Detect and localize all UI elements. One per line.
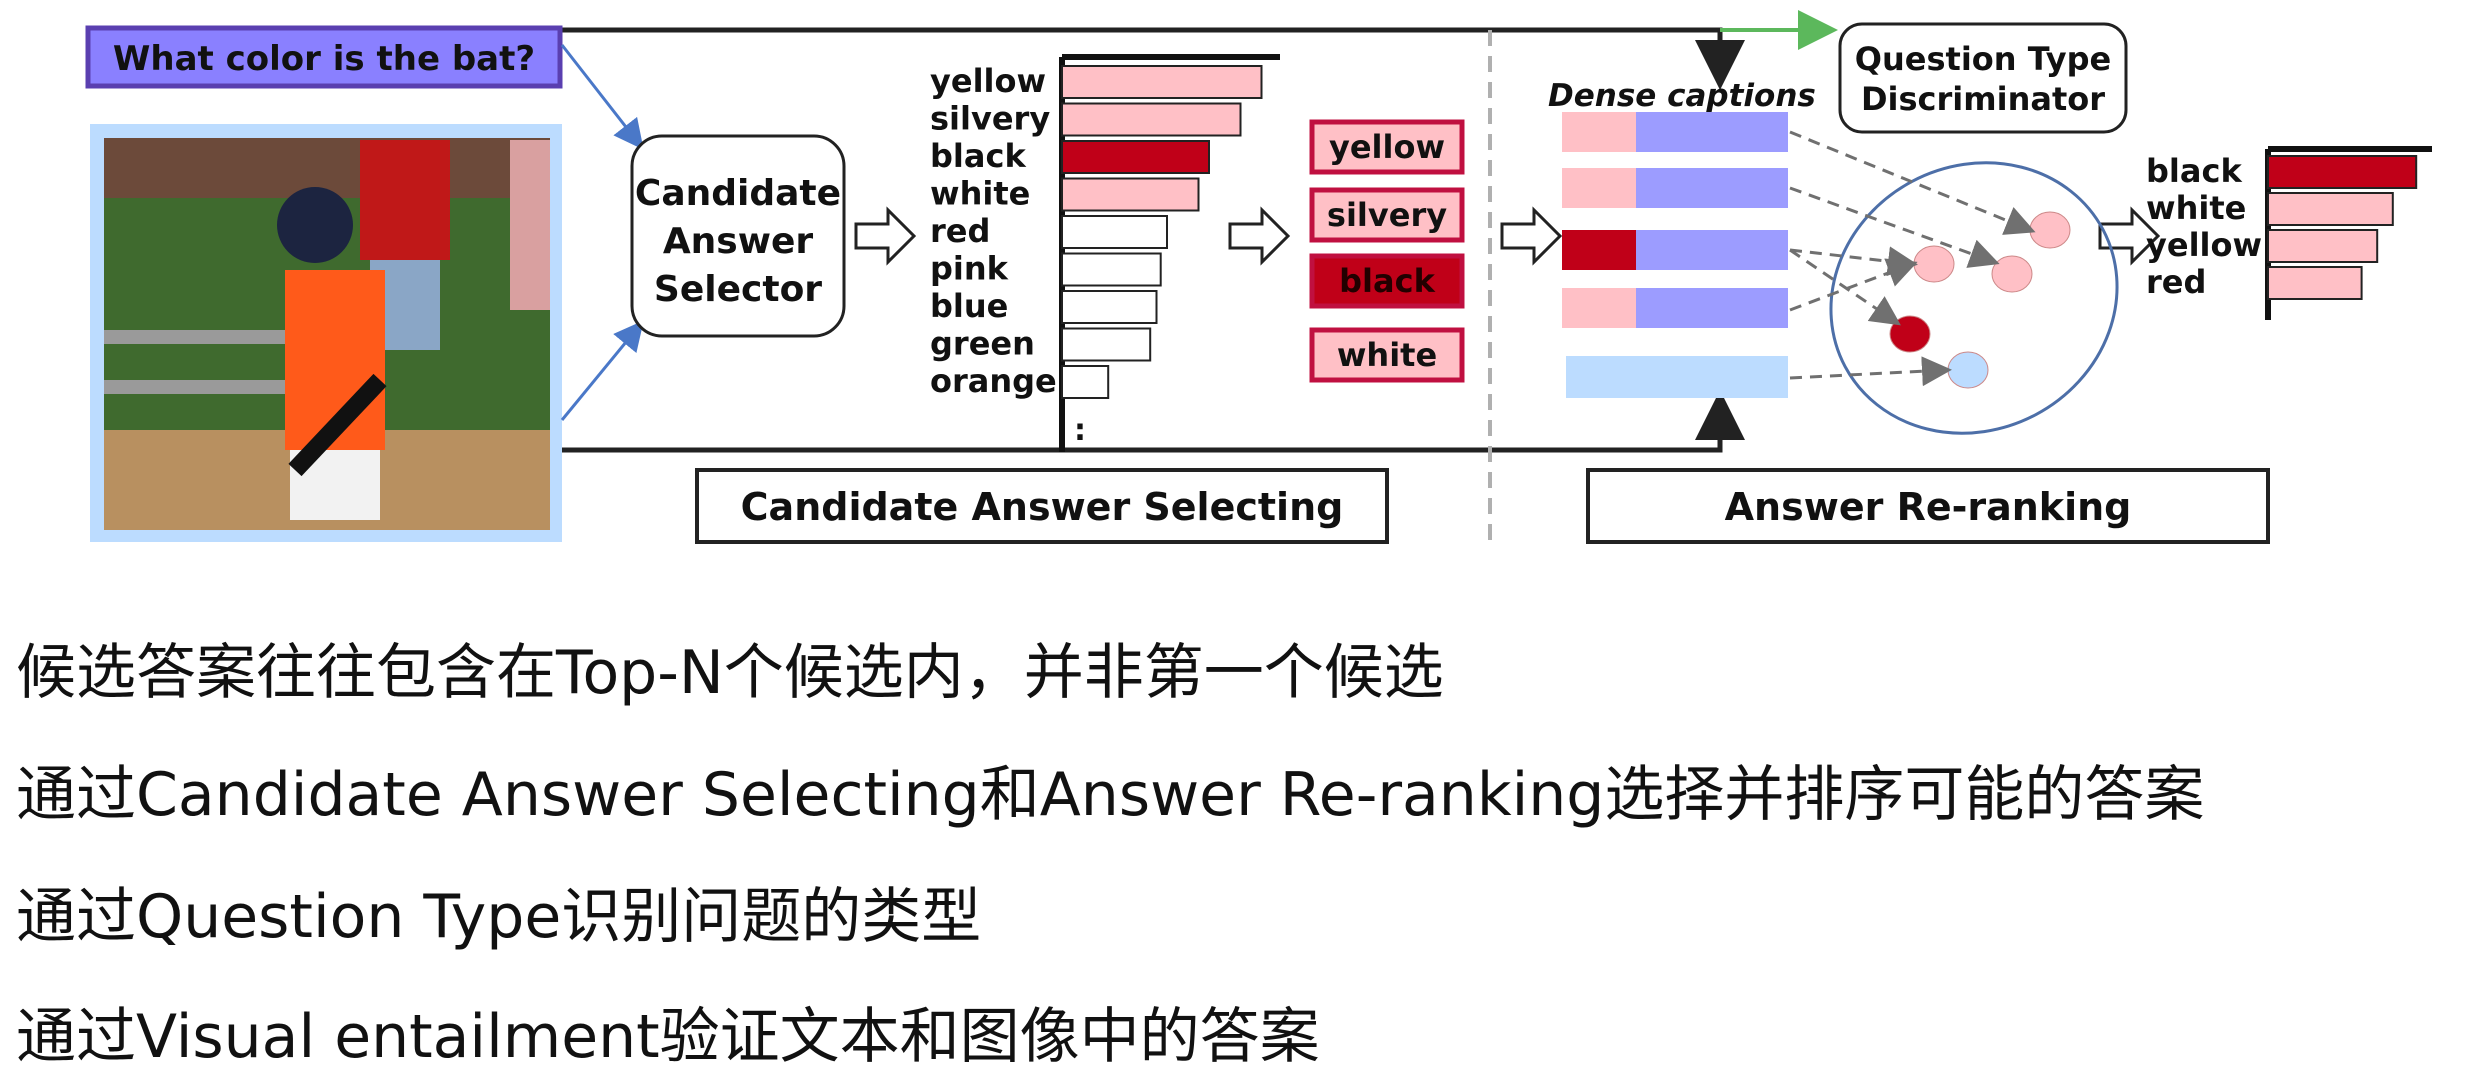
candidate-bar [1061,140,1210,174]
top-n-candidate-box [1309,119,1465,175]
top-n-candidate-box [1309,187,1465,243]
caption-node-link [1789,130,2036,235]
discriminator-label-line: Question Type [1855,40,2111,78]
caption-node-link [1789,356,1952,387]
flow-arrow-icon [2098,206,2161,266]
candidate-bar [1061,102,1242,137]
selector-label-line: Selector [654,269,822,310]
candidate-score-chart: yellowsilveryblackwhiteredpinkbluegreeno… [930,54,1280,452]
note-line-2: 通过Candidate Answer Selecting和Answer Re-r… [16,760,2205,830]
top-n-candidate-label: white [1337,336,1437,374]
reranked-bar [2267,229,2379,263]
answer-node [2029,211,2071,249]
top-n-candidates: yellow silvery black white [1309,119,1465,383]
reranked-label: red [2146,263,2206,301]
candidate-bar [1061,65,1263,99]
candidate-label: white [930,175,1030,213]
candidate-answer-selector-box [630,134,846,338]
reranked-bar [2267,192,2394,226]
candidate-ellipsis: : [1074,413,1086,448]
stage1-label: Candidate Answer Selecting [741,485,1344,529]
candidate-label: green [930,325,1035,363]
visual-entailment-ellipse [1829,161,2119,435]
question-type-discriminator-box [1838,22,2128,134]
caption-bar [1636,112,1788,152]
caption-to-node-links [1789,130,2036,387]
stage1-label-box [695,468,1389,544]
candidate-bar [1061,327,1152,362]
reranked-bar [2267,266,2363,300]
candidate-label: black [930,137,1026,175]
caption-tag [1562,168,1636,208]
flow-arrow-icon [1500,206,1563,266]
candidate-label: red [930,212,990,250]
candidate-label: orange [930,362,1057,400]
answer-node [1947,351,1989,389]
caption-bar [1636,288,1788,328]
top-n-candidate-label: black [1339,262,1435,300]
bottom-connector-line [560,390,1745,453]
vqa-pipeline-diagram: What color is the bat? CandidateAnswerSe… [85,10,2432,545]
caption-tag [1562,288,1636,328]
top-n-candidate-box [1309,253,1465,309]
answer-node [1991,255,2033,293]
top-n-candidate-label: silvery [1327,196,1447,234]
image-to-selector-arrow [560,320,644,421]
stage2-label-box [1586,468,2270,544]
candidate-bar [1061,177,1200,212]
note-line-1: 候选答案往往包含在Top-N个候选内，并非第一个候选 [16,638,1444,708]
selector-label-line: Candidate [635,173,841,214]
candidate-label: yellow [930,62,1046,100]
input-photo [90,124,562,542]
caption-node-link [1789,186,2000,268]
note-line-3: 通过Question Type识别问题的类型 [16,882,982,952]
top-n-candidate-label: yellow [1329,128,1445,166]
candidate-label: silvery [930,100,1050,138]
candidate-bar [1061,215,1168,249]
discriminator-label-line: Discriminator [1861,80,2105,118]
answer-node [1913,245,1955,283]
reranked-bar [2267,155,2418,189]
caption-bar [1566,356,1788,398]
reranked-label: white [2146,189,2246,227]
selector-label-line: Answer [663,221,814,262]
flow-arrow-icon [1228,206,1291,266]
answer-nodes [1889,211,2071,389]
candidate-bar [1061,252,1162,287]
stage2-label: Answer Re-ranking [1725,485,2132,529]
caption-node-link [1789,248,1901,326]
candidate-label: blue [930,287,1008,325]
caption-tag [1562,112,1636,152]
note-line-4: 通过Visual entailment验证文本和图像中的答案 [16,1002,1320,1072]
question-to-selector-arrow [560,44,644,150]
top-n-candidate-box [1309,327,1465,383]
caption-bar [1636,230,1788,270]
reranked-label: black [2146,152,2242,190]
caption-tag [1562,230,1636,270]
question-box [85,25,563,89]
question-text: What color is the bat? [113,39,535,79]
dense-captions-label: Dense captions [1548,78,1816,114]
caption-node-link [1789,258,1918,312]
caption-bar [1636,168,1788,208]
candidate-bar [1061,290,1158,324]
candidate-label: pink [930,250,1009,288]
flow-arrow-icon [854,206,917,266]
candidate-bar [1061,365,1110,399]
reranked-label: yellow [2146,226,2262,264]
dense-caption-bars [1562,112,1788,398]
